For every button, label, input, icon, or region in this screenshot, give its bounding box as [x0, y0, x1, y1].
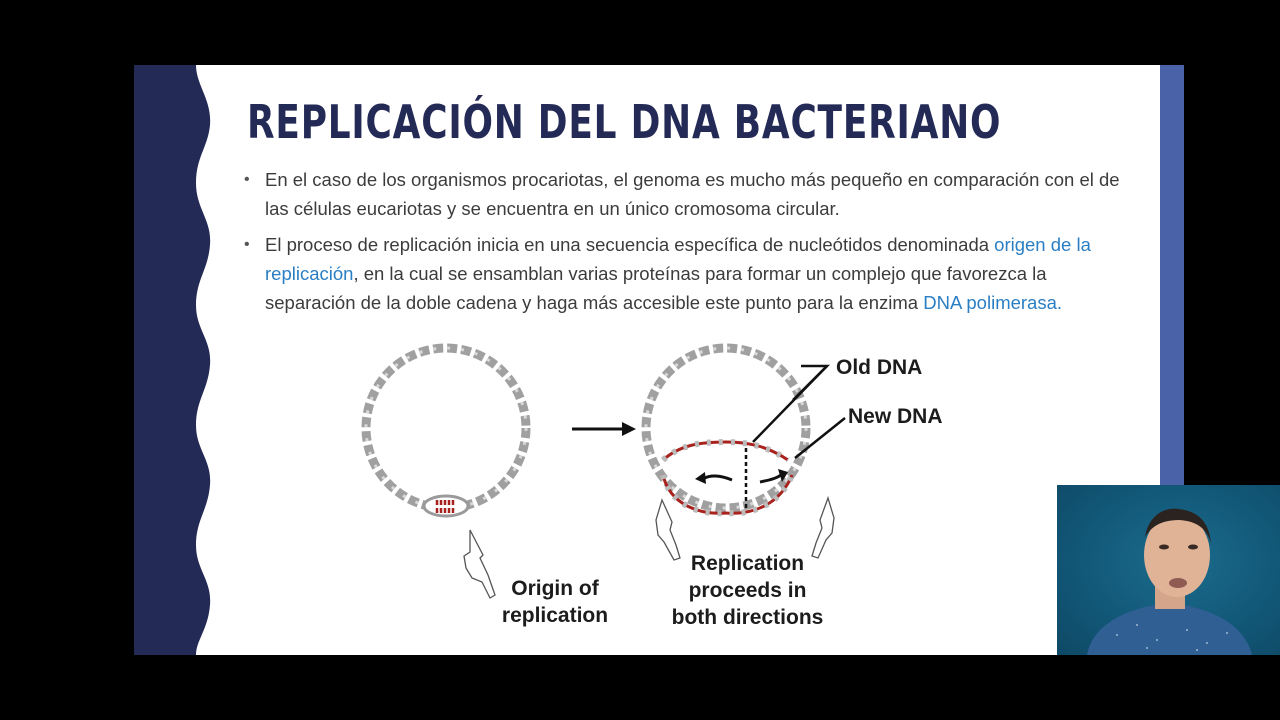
presenter-avatar	[1087, 508, 1252, 655]
label-proceeds-line3: both directions	[671, 606, 824, 629]
label-proceeds: Replication proceeds in both directions	[655, 550, 840, 631]
link-origen-replicacion: origen de la replicación	[265, 234, 1091, 284]
label-origin-line1: Origin of	[511, 577, 599, 600]
slide-title: REPLICACIÓN DEL DNA BACTERIANO	[247, 95, 1002, 149]
diagram-graphic	[361, 343, 846, 599]
bullet-text: El proceso de replicación inicia en una …	[265, 234, 995, 255]
bullet-item: • En el caso de los organismos procariot…	[244, 165, 1134, 223]
label-proceeds-line2: proceeds in	[688, 579, 807, 602]
bullet-text: En el caso de los organismos procariotas…	[265, 169, 1120, 219]
label-origin-line2: replication	[501, 604, 609, 627]
bullet-dot-icon: •	[244, 236, 250, 253]
pointing-hand-icon	[655, 495, 835, 561]
wavy-left-band	[134, 65, 211, 655]
label-proceeds-line1: Replication	[690, 552, 805, 575]
label-new-dna: New DNA	[848, 405, 943, 428]
label-origin: Origin of replication	[480, 575, 630, 629]
label-old-dna: Old DNA	[836, 356, 923, 379]
bullet-list: • En el caso de los organismos procariot…	[244, 165, 1134, 324]
bullet-text: , en la cual se ensamblan varias proteín…	[265, 263, 1047, 313]
link-dna-polimerasa: DNA polimerasa.	[923, 292, 1063, 313]
right-arrow-icon	[572, 422, 636, 436]
slide: REPLICACIÓN DEL DNA BACTERIANO • En el c…	[134, 65, 1184, 655]
bullet-dot-icon: •	[244, 171, 250, 188]
webcam-overlay	[1057, 485, 1280, 655]
circular-chromosome-icon	[361, 343, 531, 518]
label-leader-lines	[752, 364, 846, 459]
replicating-chromosome-icon	[641, 343, 811, 517]
dna-replication-diagram: Old DNA New DNA Origin of replication Re…	[360, 330, 980, 650]
bullet-item: • El proceso de replicación inicia en un…	[244, 230, 1134, 317]
pointing-hand-icon	[463, 529, 496, 599]
